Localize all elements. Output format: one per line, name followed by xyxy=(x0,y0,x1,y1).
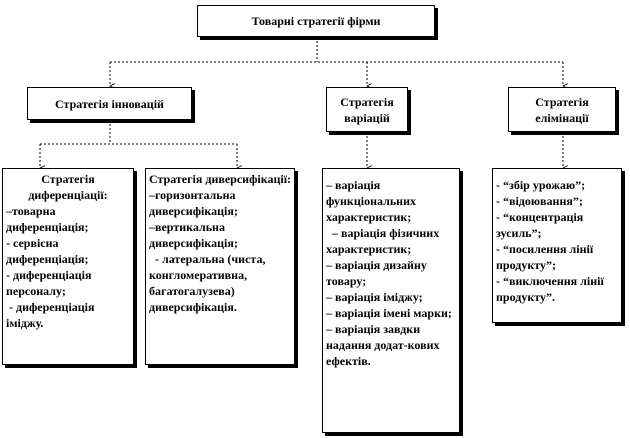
diversification-node: Стратегія диверсифікації: –горизонтальна… xyxy=(145,168,295,365)
list-item: - “виключення лінії продукту”. xyxy=(496,274,607,304)
variation-title: Стратегія варіацій xyxy=(340,94,394,125)
list-item: –товарна диференціація; xyxy=(6,204,89,234)
variation-list: – варіація функціональних характеристик;… xyxy=(323,177,459,369)
list-item: – варіація завдки надання додат-кових еф… xyxy=(326,322,443,368)
list-item: - латеральна (чиста, конгломеративна, ба… xyxy=(149,252,269,314)
list-item: – варіація імені марки; xyxy=(326,306,452,320)
list-item: – варіація функціональних характеристик; xyxy=(326,178,420,224)
differentiation-list: –товарна диференціація; - сервісна дифер… xyxy=(3,203,133,331)
elimination-node: Стратегія елімінації xyxy=(508,87,616,132)
list-item: - диференціація іміджу. xyxy=(6,300,98,330)
list-item: - “посилення лінії продукту”; xyxy=(496,242,597,272)
differentiation-node: Стратегія диференціації: –товарна дифере… xyxy=(2,168,134,365)
elimination-list-node: - “збір урожаю”; - “відоювання”; - “конц… xyxy=(492,168,622,323)
list-item: - “відоювання”; xyxy=(496,194,583,208)
list-item: –вертикальна диверсифікація; xyxy=(149,220,238,250)
elimination-list: - “збір урожаю”; - “відоювання”; - “конц… xyxy=(493,177,621,305)
variation-node: Стратегія варіацій xyxy=(326,87,408,132)
list-item: – варіація фізичних характеристик; xyxy=(326,226,443,256)
list-item: – варіація іміджу; xyxy=(326,290,423,304)
root-title: Товарні стратегії фірми xyxy=(251,14,381,28)
variation-list-node: – варіація функціональних характеристик;… xyxy=(322,168,460,433)
innovation-node: Стратегія інновацій xyxy=(27,87,192,120)
diversification-list: –горизонтальна диверсифікація; –вертикал… xyxy=(146,187,294,315)
list-item: - “концентрація зусиль”; xyxy=(496,210,587,240)
list-item: – варіація дизайну товару; xyxy=(326,258,430,288)
diversification-title: Стратегія диверсифікації: xyxy=(148,172,292,186)
innovation-title: Стратегія інновацій xyxy=(55,96,164,111)
list-item: - сервісна диференціація; xyxy=(6,236,89,266)
root-node: Товарні стратегії фірми xyxy=(197,5,435,37)
list-item: - диференціація персоналу; xyxy=(6,268,95,298)
list-item: - “збір урожаю”; xyxy=(496,178,586,192)
list-item: –горизонтальна диверсифікація; xyxy=(149,188,239,218)
elimination-title: Стратегія елімінації xyxy=(535,94,589,125)
differentiation-title: Стратегія диференціації: xyxy=(28,172,108,202)
